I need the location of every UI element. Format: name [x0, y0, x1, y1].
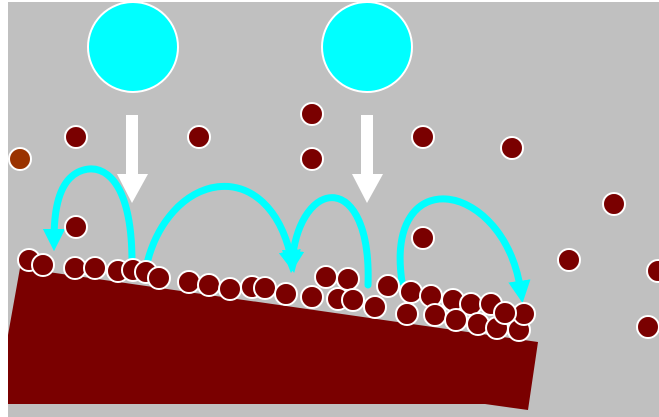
free-particle — [9, 148, 31, 170]
free-particle — [301, 103, 323, 125]
surface-particle — [400, 281, 422, 303]
surface-particle — [148, 267, 170, 289]
free-particle — [301, 148, 323, 170]
free-particle — [412, 126, 434, 148]
surface-particle — [377, 275, 399, 297]
free-particle — [637, 316, 659, 338]
surface-particle — [32, 254, 54, 276]
surface-particle — [364, 296, 386, 318]
surface-particle — [254, 277, 276, 299]
free-particle — [412, 227, 434, 249]
surface-particle — [219, 278, 241, 300]
surface-particle — [424, 304, 446, 326]
free-particle — [647, 260, 659, 282]
surface-particle — [315, 266, 337, 288]
free-particle — [65, 216, 87, 238]
surface-particle — [84, 257, 106, 279]
free-particle — [188, 126, 210, 148]
surface-particle — [178, 271, 200, 293]
free-particle — [558, 249, 580, 271]
free-particle — [603, 193, 625, 215]
free-particle — [65, 126, 87, 148]
surface-particle — [301, 286, 323, 308]
surface-particle — [494, 302, 516, 324]
surface-particle — [337, 268, 359, 290]
surface-particle — [342, 289, 364, 311]
ion-left — [88, 2, 178, 92]
surface-particle — [445, 309, 467, 331]
free-particle — [501, 137, 523, 159]
ion-right — [322, 2, 412, 92]
surface-particle — [275, 283, 297, 305]
surface-particle — [396, 303, 418, 325]
surface-particle — [64, 257, 86, 279]
surface-particle — [198, 274, 220, 296]
